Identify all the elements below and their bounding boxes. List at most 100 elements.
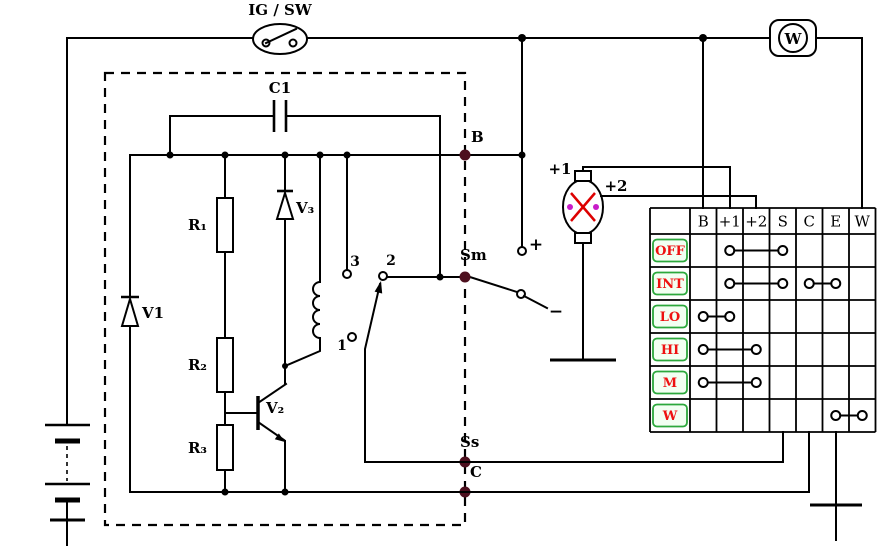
table-col-header-W: W — [855, 213, 871, 231]
terminal-b-label: B — [471, 128, 484, 146]
table-col-header-p1: +1 — [719, 213, 741, 231]
contact-point — [724, 311, 736, 322]
table-row-label-lo: LO — [660, 310, 680, 325]
park-switch-arm — [522, 294, 549, 310]
table-col-header-p2: +2 — [745, 213, 767, 231]
diode-v3: V₃ — [275, 154, 314, 384]
diode-triangle — [120, 295, 140, 327]
washer-motor-circle — [778, 23, 808, 53]
ignition-switch: IG / SW — [248, 1, 313, 55]
brush-holder-bottom — [574, 232, 592, 244]
contact-point — [697, 377, 709, 388]
resistor-r1 — [216, 197, 234, 253]
terminal-ss-label: Ss — [460, 433, 479, 451]
contact-point — [856, 410, 868, 421]
diode-triangle — [275, 189, 295, 220]
wire — [582, 166, 731, 209]
switch-body — [252, 23, 308, 55]
relay-contacts: 3 2 1 — [337, 154, 396, 463]
contact-point — [803, 278, 815, 289]
contact-1-label: 1 — [337, 338, 347, 354]
switch-contact — [288, 38, 298, 48]
wire — [600, 195, 757, 209]
r2-label: R₂ — [188, 356, 207, 374]
table-row-label-int: INT — [656, 277, 684, 292]
table-col-header-B: B — [698, 213, 709, 231]
table-row-label-box — [652, 403, 688, 428]
resistor-chain: R₁ R₂ R₃ — [188, 154, 234, 496]
contact-3 — [342, 269, 352, 279]
contact-point — [697, 344, 709, 355]
v1-label: V1 — [141, 304, 164, 322]
contact-point — [830, 410, 842, 421]
contact-point — [777, 245, 789, 256]
table-grid — [649, 207, 877, 433]
brush-dot — [567, 204, 573, 210]
resistor-r3 — [216, 424, 234, 471]
motor-plus1-label: +1 — [548, 160, 571, 178]
motor-cross-line — [570, 192, 596, 222]
wire — [815, 37, 863, 209]
wire — [364, 431, 784, 463]
coil-loops — [312, 280, 322, 340]
table-col-header-C: C — [804, 213, 815, 231]
r3-label: R₃ — [188, 439, 207, 457]
table-row-label-m: M — [663, 376, 677, 391]
table-row-label-box — [652, 337, 688, 362]
wiper-motor: +1 +2 — [548, 160, 757, 362]
resistor-r2 — [216, 337, 234, 393]
main-wiring — [66, 34, 863, 426]
collector-lead — [256, 382, 288, 405]
armature-arm — [364, 282, 382, 463]
transistor-v2: V₂ — [224, 382, 289, 496]
contact-point — [724, 245, 736, 256]
contact-point — [697, 311, 709, 322]
contact-1 — [347, 332, 357, 342]
contact-point — [830, 278, 842, 289]
contact-3-label: 3 — [350, 254, 360, 270]
junction-dot — [282, 363, 288, 369]
relay-unit-box — [103, 71, 467, 527]
minus-label: − — [549, 302, 563, 322]
plus-contact — [517, 246, 527, 256]
table-row-label-w: W — [662, 409, 678, 424]
table-row-label-hi: HI — [661, 343, 679, 358]
table-col-header-E: E — [830, 213, 841, 231]
switch-arm — [264, 27, 298, 45]
contact-2-label: 2 — [386, 253, 396, 269]
wire — [386, 276, 519, 294]
capacitor-c1: C1 — [169, 79, 441, 278]
wire — [283, 337, 321, 368]
contact-point — [750, 344, 762, 355]
washer-motor-symbol: W — [769, 19, 817, 57]
terminal-c-label: C — [470, 463, 482, 481]
wire — [129, 431, 810, 493]
table-row-label-box — [652, 271, 688, 296]
junction-dot — [699, 34, 707, 42]
v3-label: V₃ — [295, 199, 314, 217]
v2-label: V₂ — [265, 399, 284, 417]
armature-arrow — [374, 281, 383, 294]
relay-terminals: B Sm Ss C — [459, 128, 487, 498]
contact-point — [777, 278, 789, 289]
terminal-sm-label: Sm — [460, 246, 487, 264]
junction-dot — [518, 34, 526, 42]
brush-holder-top — [574, 170, 592, 182]
battery — [45, 423, 90, 546]
junction-dot — [436, 273, 444, 281]
table-row-label-box — [652, 238, 688, 263]
table-row-label-off: OFF — [655, 244, 686, 259]
table-row-label-box — [652, 370, 688, 395]
diode-v1: V1 — [120, 154, 164, 493]
washer-motor-label: W — [784, 30, 803, 48]
terminal-b — [459, 149, 471, 161]
brush-dot — [593, 204, 599, 210]
plus-label: + — [529, 235, 543, 255]
wire — [285, 115, 441, 278]
contact-2 — [378, 271, 388, 281]
contact-point — [750, 377, 762, 388]
relay-coil — [282, 154, 322, 369]
